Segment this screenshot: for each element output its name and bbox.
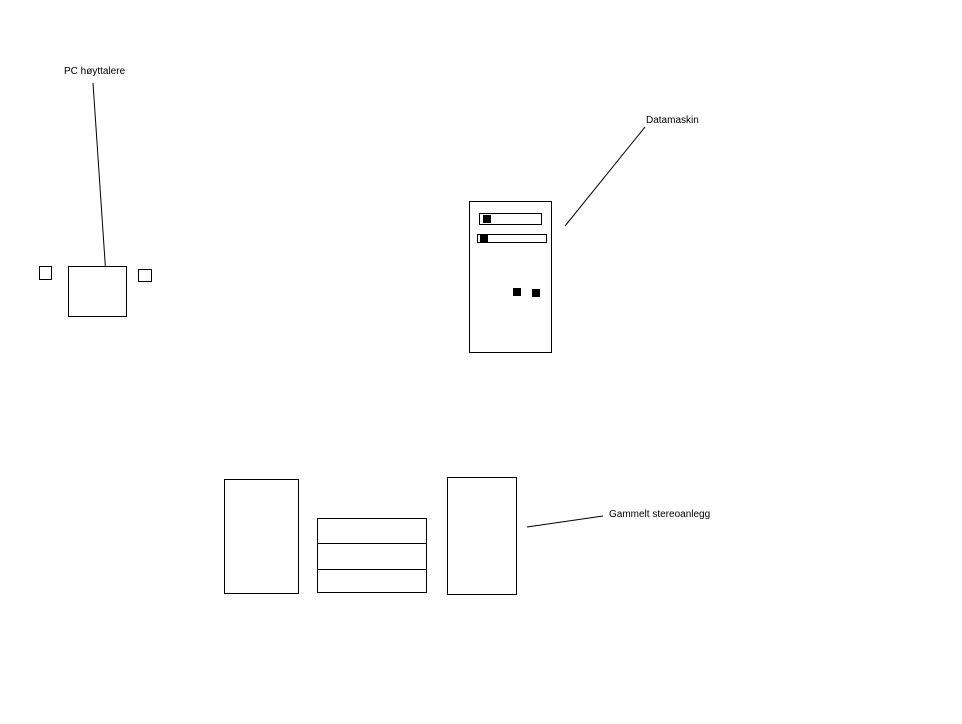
- power-button: [513, 288, 521, 296]
- left-speaker: [39, 266, 52, 280]
- old-stereo-label: Gammelt stereoanlegg: [609, 509, 710, 520]
- pc-speakers-label: PC høyttalere: [64, 66, 126, 77]
- drive-bay-2-indicator: [480, 235, 488, 242]
- reset-button: [532, 289, 540, 297]
- computer-leader-line: [564, 126, 646, 227]
- pc-speakers-leader-line: [92, 82, 108, 292]
- stereo-right-speaker: [447, 477, 517, 595]
- old-stereo-group: Gammelt stereoanlegg: [224, 477, 710, 595]
- stereo-left-speaker: [224, 479, 299, 594]
- stereo-receiver-stack: [317, 518, 427, 593]
- computer-label: Datamaskin: [646, 115, 699, 126]
- subwoofer-box: [68, 266, 127, 317]
- right-speaker: [138, 269, 152, 282]
- pc-speakers-group: PC høyttalere: [39, 66, 152, 317]
- drive-bay-1: [479, 213, 542, 225]
- drive-bay-1-indicator: [483, 215, 491, 223]
- computer-group: Datamaskin: [469, 115, 699, 353]
- stereo-leader-line: [526, 515, 604, 528]
- drive-bay-2: [477, 234, 547, 243]
- computer-tower: [469, 201, 552, 353]
